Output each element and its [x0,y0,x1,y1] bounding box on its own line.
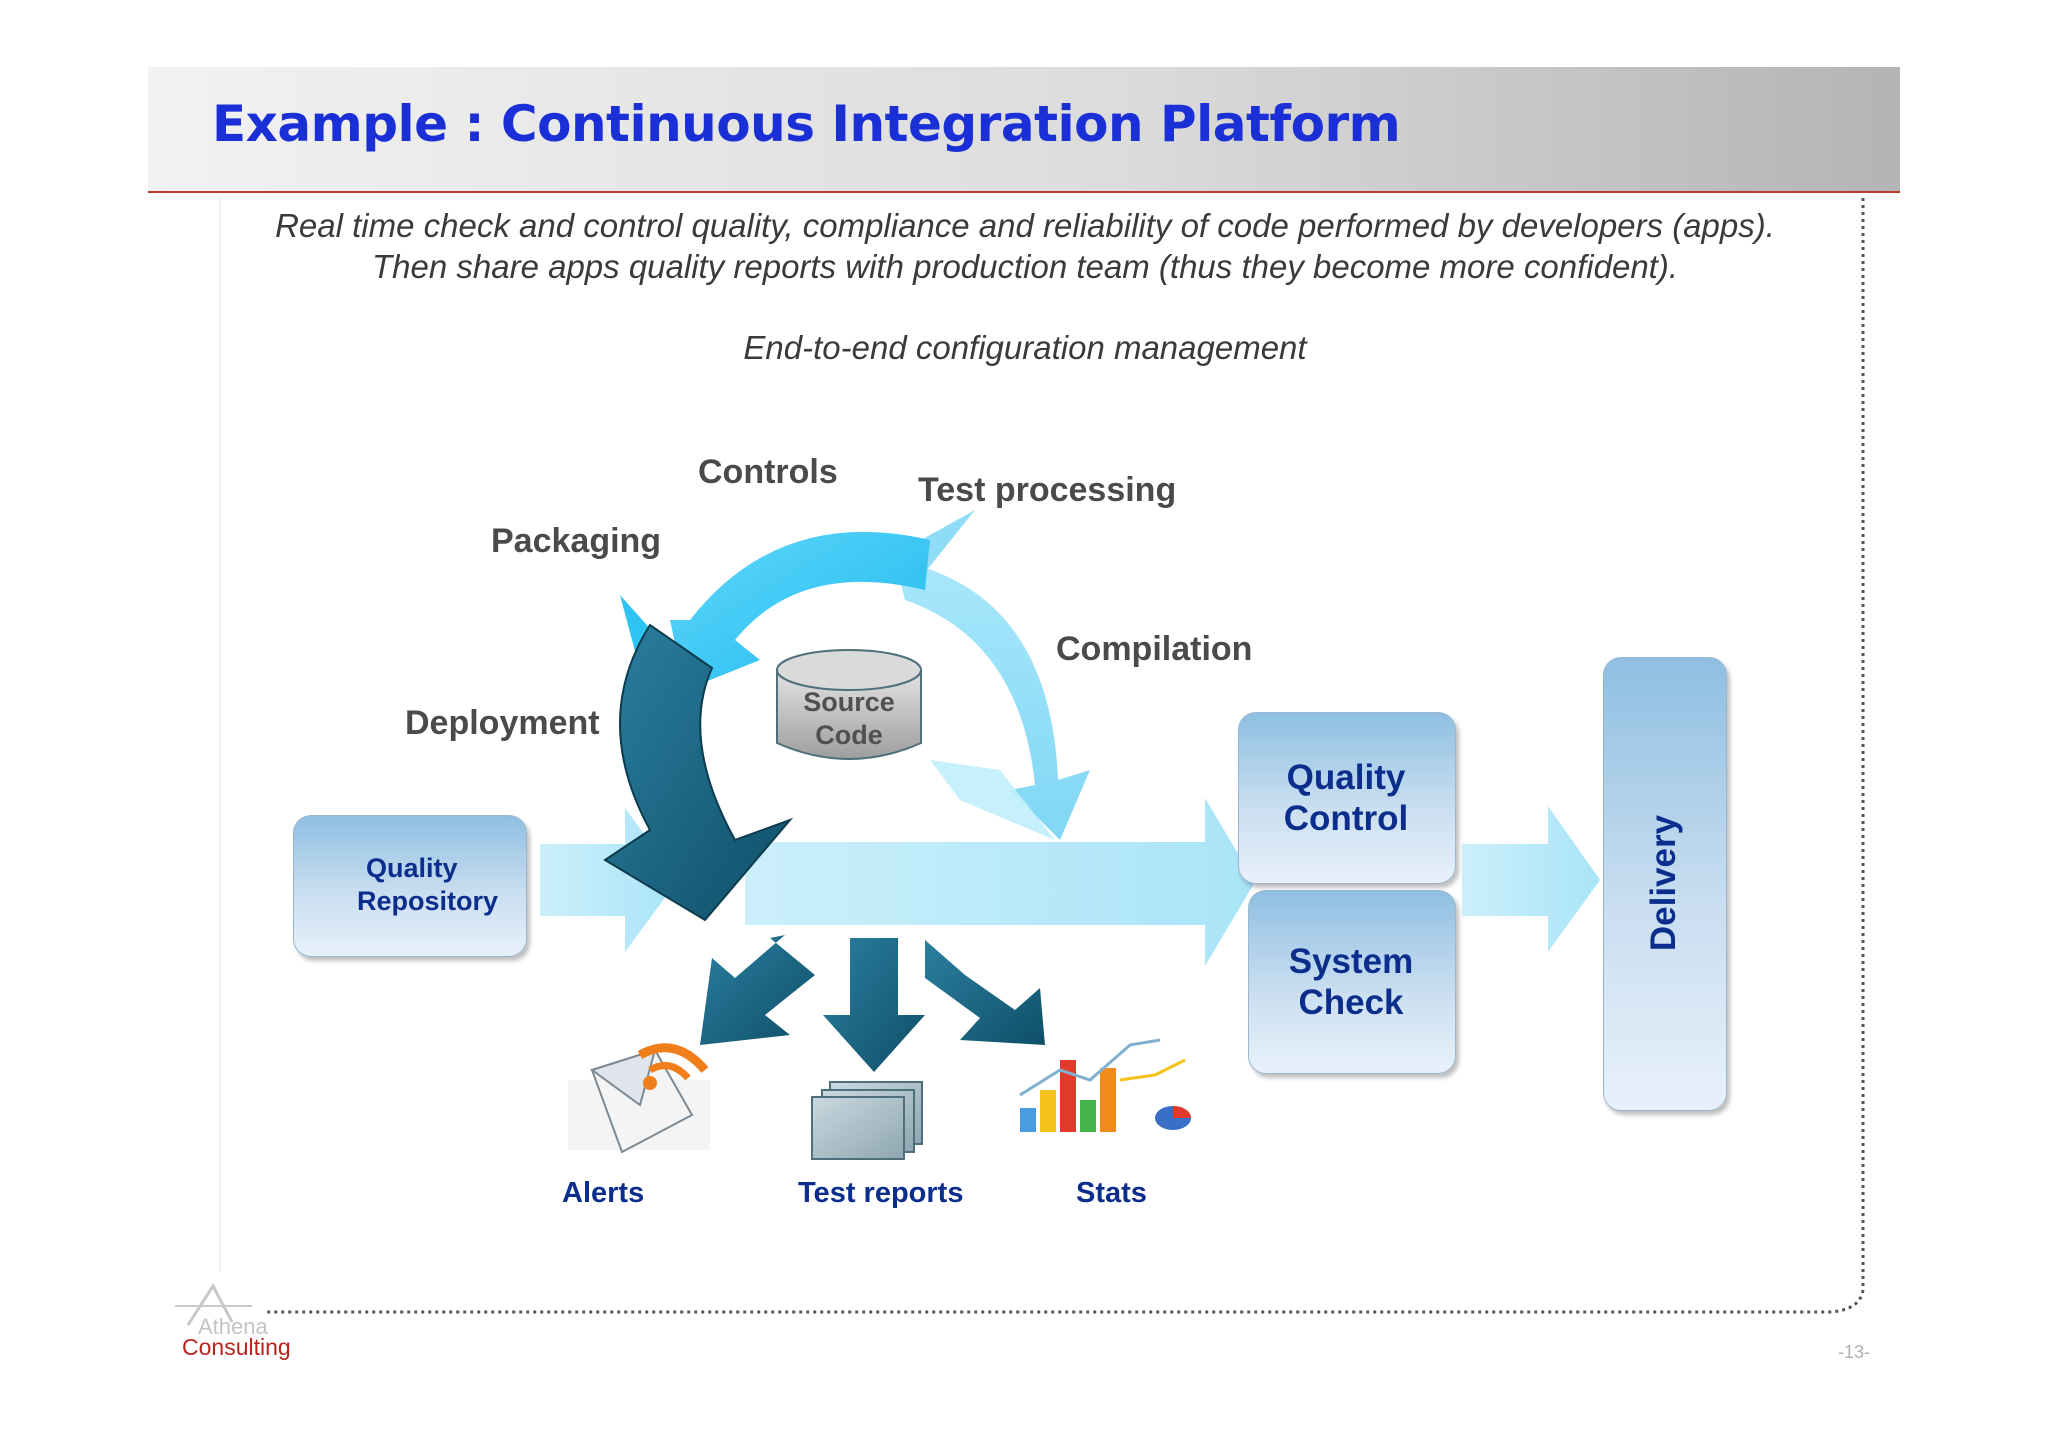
cycle-arrow-light [895,560,1090,840]
delivery-box [1603,657,1727,1111]
athena-logo-mark [175,1283,252,1326]
subtitle-line-3: End-to-end configuration management [743,329,1307,366]
cycle-arrow-dark [603,623,794,922]
dotted-frame [265,198,1865,1314]
stage-test-processing: Test processing [918,471,1177,509]
delivery-label: Delivery [1644,814,1683,952]
alerts-envelope-icon [568,1043,710,1154]
source-code-label-line-2: Code [815,720,883,750]
system-check-label-line-1: System [1288,942,1414,981]
quality-repository-box [293,815,527,957]
source-code-label-line-1: Source [803,687,895,717]
flow-arrow-main [745,798,1255,966]
quality-control-label-line-2: Control [1283,799,1409,838]
subtitle-line-2: Then share apps quality reports with pro… [371,248,1678,285]
down-arrow-center [823,938,925,1072]
test-reports-documents-icon [811,1081,923,1160]
output-test-reports-label: Test reports [798,1177,964,1209]
system-check-box [1248,890,1456,1074]
footer-logo-sub: Consulting [182,1334,291,1360]
quality-control-box [1238,712,1456,884]
subtitle-line-1: Real time check and control quality, com… [275,207,1775,244]
page-number: -13- [1838,1342,1871,1362]
stage-controls: Controls [698,453,838,491]
quality-repository-label: Quality Repository [340,852,498,918]
quality-repository-label-line-1: Quality [366,853,458,883]
stage-deployment: Deployment [405,704,600,742]
stats-chart-icon [1019,1038,1191,1132]
slide-title: Example : Continuous Integration Platfor… [212,95,1401,153]
system-check-label-line-2: Check [1298,983,1404,1022]
down-arrow-right [925,940,1045,1045]
footer-logo-name: Athena [198,1314,268,1339]
quality-repository-label-line-2: Repository [357,886,499,916]
stage-packaging: Packaging [491,522,662,560]
cycle-arrow-cyan [670,531,930,690]
source-code-cylinder [776,649,922,760]
output-alerts-label: Alerts [562,1177,645,1209]
down-arrow-left [700,935,815,1045]
stage-compilation: Compilation [1056,630,1253,668]
quality-control-label-line-1: Quality [1286,758,1406,797]
quality-control-label: Quality Control [1238,757,1454,839]
cycle-arrowhead-light-bottom [930,760,1055,840]
output-stats-label: Stats [1076,1177,1147,1209]
source-code-label: Source Code [777,686,921,752]
flow-arrow-delivery [1462,806,1600,952]
title-band [148,67,1900,193]
system-check-label: System Check [1248,941,1454,1023]
